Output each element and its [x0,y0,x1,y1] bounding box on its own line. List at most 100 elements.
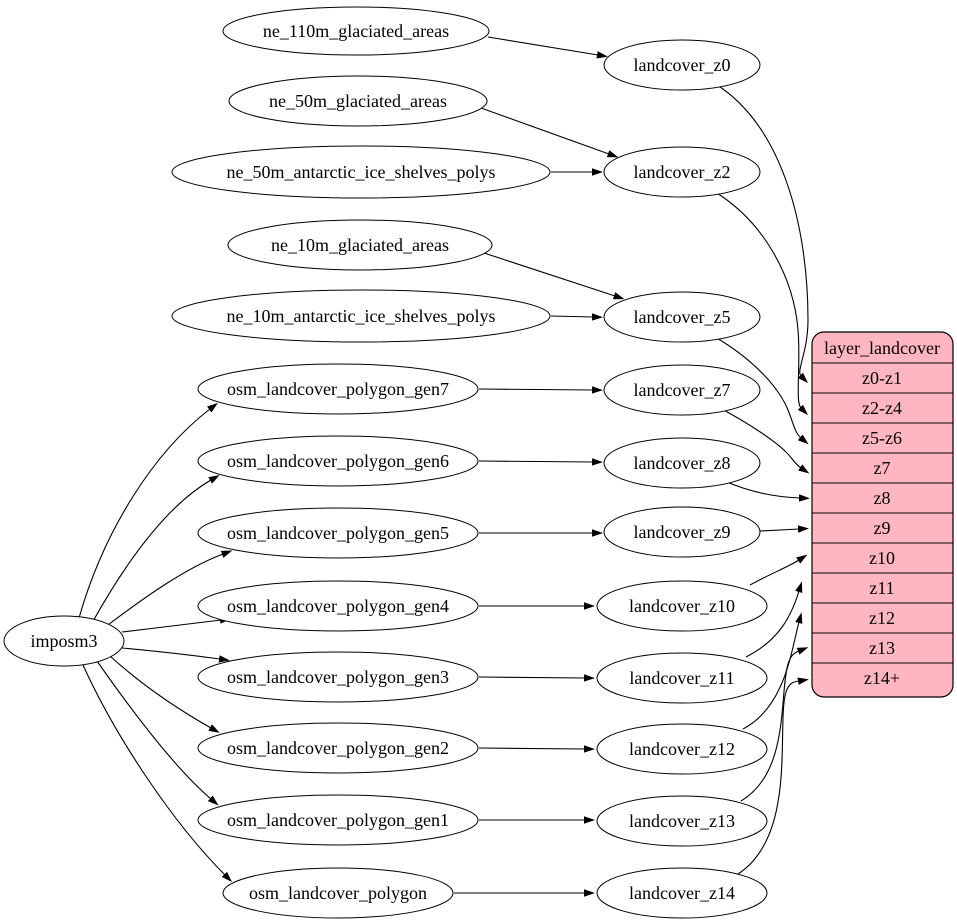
node-ne-50m-glaciated-areas: ne_50m_glaciated_areas [228,75,488,127]
edge-z13-row [740,647,809,802]
node-landcover-z8: landcover_z8 [603,437,761,489]
node-label: landcover_z10 [629,596,735,616]
node-shape [197,580,479,632]
node-shape [603,39,761,91]
node-osm-landcover-polygon-gen2: osm_landcover_polygon_gen2 [197,722,479,774]
node-label: ne_10m_antarctic_ice_shelves_polys [227,306,496,326]
edge-ne50mglac-z2 [480,107,619,158]
node-shape [603,364,761,416]
node-shape [197,722,479,774]
node-label: ne_50m_antarctic_ice_shelves_polys [227,162,496,182]
node-label: osm_landcover_polygon_gen3 [227,667,449,687]
node-imposm3: imposm3 [3,615,125,667]
table-row-z13: z13 [869,638,895,658]
node-shape [228,75,488,127]
node-shape [197,651,479,703]
node-label: landcover_z9 [634,522,731,542]
node-landcover-z0: landcover_z0 [603,39,761,91]
node-landcover-z10: landcover_z10 [596,580,768,632]
node-shape [222,867,454,919]
edge-z12-row [742,612,803,730]
table-row-z14plus: z14+ [864,668,900,688]
edge-z7-row [717,406,810,474]
node-imposm3-shape [3,615,125,667]
layer-landcover-table: layer_landcover z0-z1 z2-z4 z5-z6 z7 z8 … [811,331,954,698]
node-shape [171,289,551,343]
node-landcover-z14: landcover_z14 [596,867,768,919]
node-shape [596,580,768,632]
edge-gen2-z12 [478,745,595,753]
node-label: osm_landcover_polygon_gen7 [227,379,449,399]
node-osm-landcover-polygon-gen6: osm_landcover_polygon_gen6 [197,435,479,487]
edge-z10-row [749,554,808,586]
node-label: osm_landcover_polygon_gen5 [227,523,449,543]
edge-imposm3-gen5 [103,550,233,629]
edge-imposm3-gen1 [96,660,219,806]
node-landcover-z7: landcover_z7 [603,364,761,416]
edge-z8-row [721,479,810,502]
node-label: landcover_z0 [634,55,731,75]
table-row-z8: z8 [874,488,891,508]
table-row-z10: z10 [869,548,895,568]
edge-z2-row [711,189,809,416]
table-row-z2-z4: z2-z4 [862,398,902,418]
node-osm-landcover-polygon-gen4: osm_landcover_polygon_gen4 [197,580,479,632]
edge-imposm3-gen6 [91,474,220,624]
node-label: landcover_z8 [634,453,731,473]
node-label: landcover_z12 [629,739,735,759]
node-shape [222,6,490,56]
node-shape [596,652,768,704]
node-shape [171,145,551,199]
edge-imposm3-polygon [82,664,233,883]
edge-ne110mglac-z0 [487,36,608,59]
node-landcover-z13: landcover_z13 [596,795,768,847]
node-shape [596,795,768,847]
node-label: landcover_z2 [634,162,731,182]
node-osm-landcover-polygon-gen5: osm_landcover_polygon_gen5 [197,507,479,559]
node-osm-landcover-polygon-gen1: osm_landcover_polygon_gen1 [197,794,479,846]
table-row-z7: z7 [874,458,891,478]
table-row-z11: z11 [869,578,894,598]
edge-imposm3-gen7 [78,402,218,619]
node-osm-landcover-polygon-gen3: osm_landcover_polygon_gen3 [197,651,479,703]
node-shape [197,435,479,487]
node-ne-110m-glaciated-areas: ne_110m_glaciated_areas [222,6,490,56]
node-landcover-z5: landcover_z5 [603,291,761,343]
edge-gen6-z8 [478,458,603,466]
node-label: osm_landcover_polygon_gen4 [227,596,449,616]
node-shape [603,506,761,558]
node-osm-landcover-polygon: osm_landcover_polygon [222,867,454,919]
edge-group [78,36,810,897]
edge-imposm3-gen4 [121,616,231,633]
table-row-z9: z9 [874,518,891,538]
node-shape [197,507,479,559]
node-ne-10m-antarctic-ice-shelves-polys: ne_10m_antarctic_ice_shelves_polys [171,289,551,343]
table-row-z0-z1: z0-z1 [862,368,902,388]
node-shape [227,219,493,271]
edge-z0-row [713,82,809,384]
node-landcover-z11: landcover_z11 [596,652,768,704]
node-label: ne_10m_glaciated_areas [271,235,449,255]
edge-ne10mglac-z5 [483,252,625,300]
node-shape [603,291,761,343]
edge-gen3-z11 [478,674,595,682]
node-osm-landcover-polygon-gen7: osm_landcover_polygon_gen7 [197,363,479,415]
node-shape [197,363,479,415]
node-label: landcover_z5 [634,307,731,327]
node-shape [603,146,761,198]
node-landcover-z9: landcover_z9 [603,506,761,558]
node-label: osm_landcover_polygon_gen1 [227,810,449,830]
node-label: landcover_z11 [629,668,734,688]
edge-z9-row [759,525,809,533]
node-shape [603,437,761,489]
node-label: osm_landcover_polygon [249,883,427,903]
edge-z11-row [745,581,803,658]
node-shape [596,867,768,919]
node-shape [197,794,479,846]
node-landcover-z12: landcover_z12 [596,723,768,775]
edge-imposm3-gen3 [121,647,230,663]
node-label: ne_110m_glaciated_areas [263,21,449,41]
node-label: osm_landcover_polygon_gen6 [227,451,449,471]
